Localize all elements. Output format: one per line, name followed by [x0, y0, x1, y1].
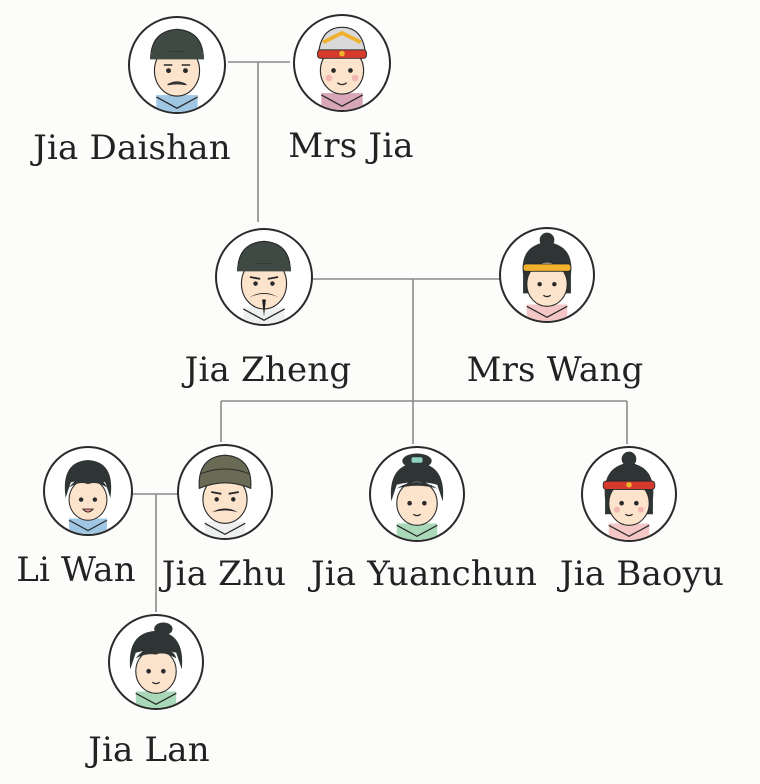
- jia-zheng-portrait: [215, 228, 313, 326]
- jia-zheng-name: Jia Zheng: [184, 350, 352, 390]
- li-wan-portrait: [43, 446, 133, 536]
- jia-lan-portrait: [108, 614, 204, 710]
- li-wan-name: Li Wan: [16, 550, 136, 590]
- jia-baoyu-name: Jia Baoyu: [559, 554, 725, 594]
- mrs-jia-portrait: [293, 14, 391, 112]
- jia-zhu-portrait: [177, 444, 273, 540]
- jia-daishan-name: Jia Daishan: [33, 128, 231, 168]
- jia-yuanchun-portrait: [369, 446, 465, 542]
- jia-daishan-portrait: [128, 16, 226, 114]
- jia-yuanchun-name: Jia Yuanchun: [310, 554, 538, 594]
- mrs-wang-portrait: [499, 227, 595, 323]
- jia-zhu-name: Jia Zhu: [161, 554, 287, 594]
- jia-baoyu-portrait: [581, 446, 677, 542]
- mrs-jia-name: Mrs Jia: [288, 126, 414, 166]
- mrs-wang-name: Mrs Wang: [466, 350, 644, 390]
- jia-lan-name: Jia Lan: [88, 730, 210, 770]
